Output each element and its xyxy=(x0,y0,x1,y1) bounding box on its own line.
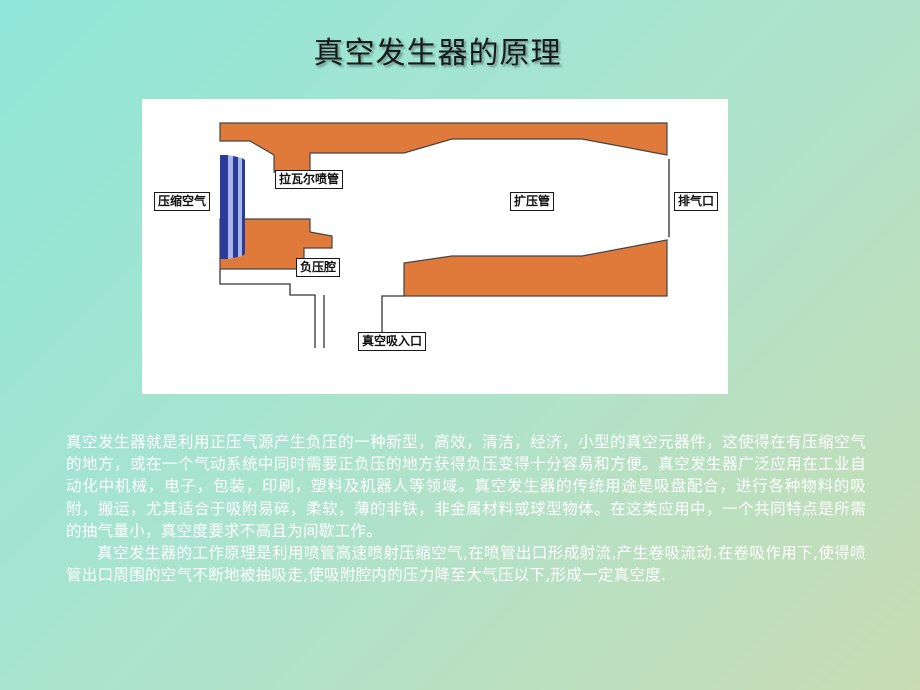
lower-chamber-outline xyxy=(219,269,316,348)
lower-nozzle xyxy=(219,218,333,270)
label-laval-nozzle: 拉瓦尔喷管 xyxy=(275,170,344,189)
diagram-drawing xyxy=(219,122,670,348)
lower-diffuser-wall xyxy=(403,239,668,297)
paragraph-2: 真空发生器的工作原理是利用喷管高速喷射压缩空气,在喷管出口形成射流,产生卷吸流动… xyxy=(66,544,866,585)
paragraph-1: 真空发生器就是利用正压气源产生负压的一种新型，高效，清洁，经济，小型的真空元器件… xyxy=(66,433,866,540)
description-text: 真空发生器就是利用正压气源产生负压的一种新型，高效，清洁，经济，小型的真空元器件… xyxy=(66,431,866,586)
inlet-right-wall xyxy=(381,295,404,348)
vacuum-generator-diagram: 压缩空气 拉瓦尔喷管 负压腔 扩压管 排气口 真空吸入口 xyxy=(142,99,728,394)
label-exhaust: 排气口 xyxy=(674,192,719,211)
label-compressed-air: 压缩空气 xyxy=(154,192,211,211)
label-diffuser: 扩压管 xyxy=(510,192,555,211)
page-title: 真空发生器的原理 xyxy=(313,36,562,71)
label-negative-pressure-chamber: 负压腔 xyxy=(296,258,341,277)
compressed-air-flow xyxy=(220,155,245,259)
upper-housing xyxy=(219,122,668,173)
label-vacuum-inlet: 真空吸入口 xyxy=(358,332,427,351)
